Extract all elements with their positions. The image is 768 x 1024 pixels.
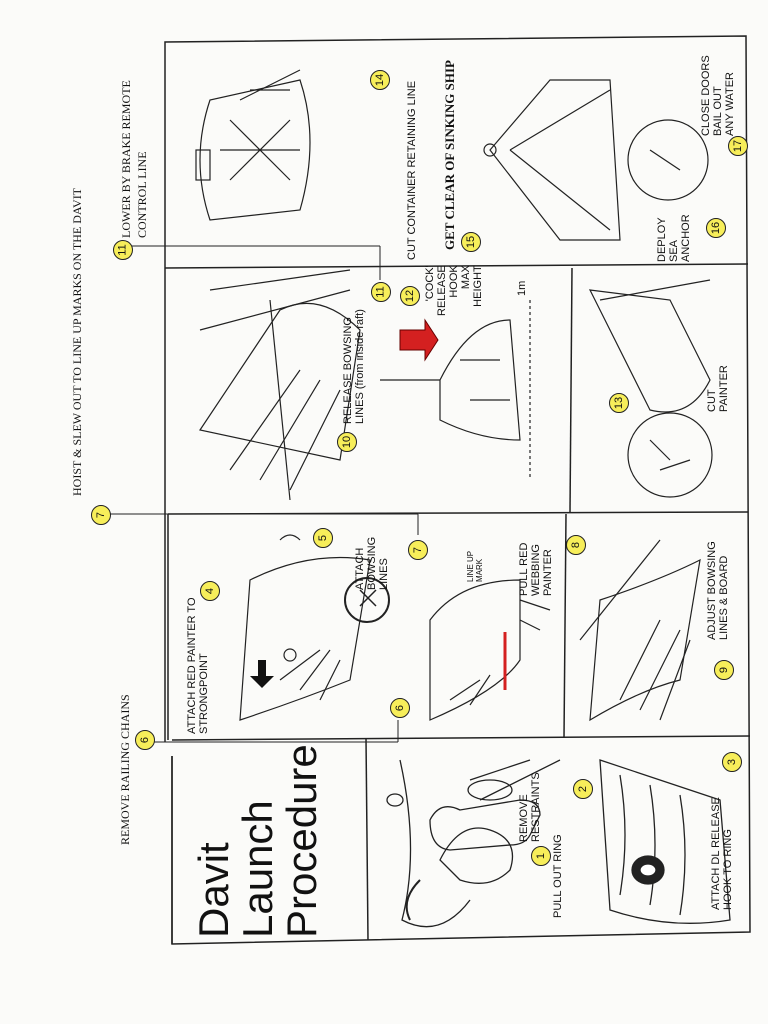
step-badge-4: 4	[200, 581, 220, 601]
adjust-bowsing-line-1: ADJUST BOWSING	[706, 541, 718, 640]
cock-line-3: HOOK	[448, 265, 460, 298]
step-badge-6a: 6	[135, 730, 155, 750]
step-badge-13: 13	[609, 393, 629, 413]
step-badge-12: 12	[400, 286, 420, 306]
illustration-remove-restraints	[386, 759, 561, 928]
cock-line-1: 'COCK'	[424, 265, 436, 302]
release-bowsing-label: RELEASE BOWSING LINES (from inside raft)	[342, 309, 366, 424]
cock-line-4: MAX	[460, 265, 472, 290]
cut-painter-line-2: PAINTER	[718, 365, 730, 412]
cock-line-5: HEIGHT	[472, 265, 484, 307]
pull-out-ring-label: PULL OUT RING	[552, 834, 564, 918]
pull-webbing-line-3: PAINTER	[542, 549, 554, 596]
title-line-3: Procedure	[278, 744, 325, 938]
lower-line-2: CONTROL LINE	[135, 151, 149, 238]
step-badge-10: 10	[337, 432, 357, 452]
deploy-line-1: DEPLOY	[656, 217, 668, 262]
release-bowsing-line-2: LINES (from inside raft)	[354, 309, 366, 424]
illustration-attach-painter	[239, 534, 391, 721]
attach-painter-line-1: ATTACH RED PAINTER TO	[186, 597, 198, 735]
attach-dl-line-2: HOOK TO RING	[722, 829, 734, 910]
hoist-slew-label: HOIST & SLEW OUT TO LINE UP MARKS ON THE…	[70, 187, 84, 496]
cut-painter-label: CUT PAINTER	[706, 365, 730, 412]
step-badge-17: 17	[728, 136, 748, 156]
deploy-line-3: ANCHOR	[680, 214, 692, 262]
close-doors-label: CLOSE DOORS BAIL OUT ANY WATER	[700, 55, 736, 136]
attach-dl-release-label: ATTACH DL RELEASE HOOK TO RING	[710, 797, 734, 910]
illustration-adjust-bowsing	[579, 539, 701, 722]
illustration-release-hook	[380, 300, 531, 480]
illustration-lower-brake	[195, 69, 311, 221]
pull-red-webbing-label: PULL RED WEBBING PAINTER	[518, 543, 554, 596]
step-badge-11b: 11	[371, 282, 391, 302]
step-badge-11a: 11	[113, 240, 133, 260]
deploy-sea-anchor-label: DEPLOY SEA ANCHOR	[656, 214, 692, 262]
illustration-attach-hook	[599, 759, 731, 924]
deploy-line-2: SEA	[668, 239, 680, 262]
line-up-mark-label: LINE UP MARK	[466, 551, 484, 582]
attach-red-painter-label: ATTACH RED PAINTER TO STRONGPOINT	[186, 598, 210, 735]
pull-webbing-line-2: WEBBING	[530, 544, 542, 596]
attach-dl-line-1: ATTACH DL RELEASE	[710, 797, 722, 910]
illustration-cut-painter	[588, 279, 713, 498]
up-arrow	[250, 660, 274, 688]
cut-container-label: CUT CONTAINER RETAINING LINE	[406, 80, 418, 260]
remove-restraints-label: REMOVE RESTRAINTS	[518, 772, 542, 842]
adjust-bowsing-line-2: LINES & BOARD	[718, 555, 730, 640]
step-badge-16: 16	[706, 218, 726, 238]
close-doors-line-3: ANY WATER	[724, 72, 736, 136]
attach-painter-line-2: STRONGPOINT	[198, 653, 210, 734]
step-badge-3: 3	[722, 752, 742, 772]
step-badge-6b: 6	[390, 698, 410, 718]
step-badge-5: 5	[313, 528, 333, 548]
cock-release-label: 'COCK' RELEASE HOOK MAX HEIGHT	[424, 265, 484, 316]
step-badge-9: 9	[714, 660, 734, 680]
illustration-get-clear	[483, 79, 709, 241]
release-bowsing-line-1: RELEASE BOWSING	[342, 317, 354, 424]
remove-restraints-line-1: REMOVE	[518, 794, 530, 842]
one-meter-label: 1m	[516, 280, 528, 296]
step-badge-15: 15	[461, 232, 481, 252]
step-badge-14: 14	[370, 70, 390, 90]
step-badge-2: 2	[573, 779, 593, 799]
remove-restraints-line-2: RESTRAINTS	[530, 772, 542, 842]
illustration-release-bowsing	[199, 269, 361, 501]
attach-bowsing-line-1: ATTACH	[354, 547, 366, 590]
title-line-2: Launch	[234, 800, 281, 938]
line-up-line-2: MARK	[475, 558, 484, 582]
line-up-line-1: LINE UP	[466, 550, 475, 582]
step-badge-1: 1	[531, 846, 551, 866]
pull-webbing-line-1: PULL RED	[518, 542, 530, 596]
step-badge-7a: 7	[91, 505, 111, 525]
lower-line-1: LOWER BY BRAKE REMOTE	[119, 80, 133, 238]
attach-bowsing-line-3: LINES	[378, 558, 390, 590]
title-line-1: Davit	[190, 842, 237, 938]
close-doors-line-1: CLOSE DOORS	[700, 55, 712, 136]
close-doors-line-2: BAIL OUT	[712, 86, 724, 136]
page-title: Davit Launch Procedure	[190, 744, 325, 938]
red-arrow	[399, 318, 439, 362]
get-clear-label: GET CLEAR OF SINKING SHIP	[442, 60, 457, 250]
attach-bowsing-line-2: BOWSING	[366, 536, 378, 590]
cut-painter-line-1: CUT	[706, 389, 718, 412]
adjust-bowsing-label: ADJUST BOWSING LINES & BOARD	[706, 541, 730, 640]
illustration-pull-webbing	[429, 579, 551, 721]
remove-railing-chains-label: REMOVE RAILING CHAINS	[118, 694, 132, 845]
cock-line-2: RELEASE	[436, 265, 448, 316]
attach-bowsing-label: ATTACH BOWSING LINES	[354, 537, 390, 590]
step-badge-8: 8	[566, 535, 586, 555]
lower-by-brake-label: LOWER BY BRAKE REMOTE CONTROL LINE	[118, 80, 150, 238]
step-badge-7b: 7	[408, 540, 428, 560]
